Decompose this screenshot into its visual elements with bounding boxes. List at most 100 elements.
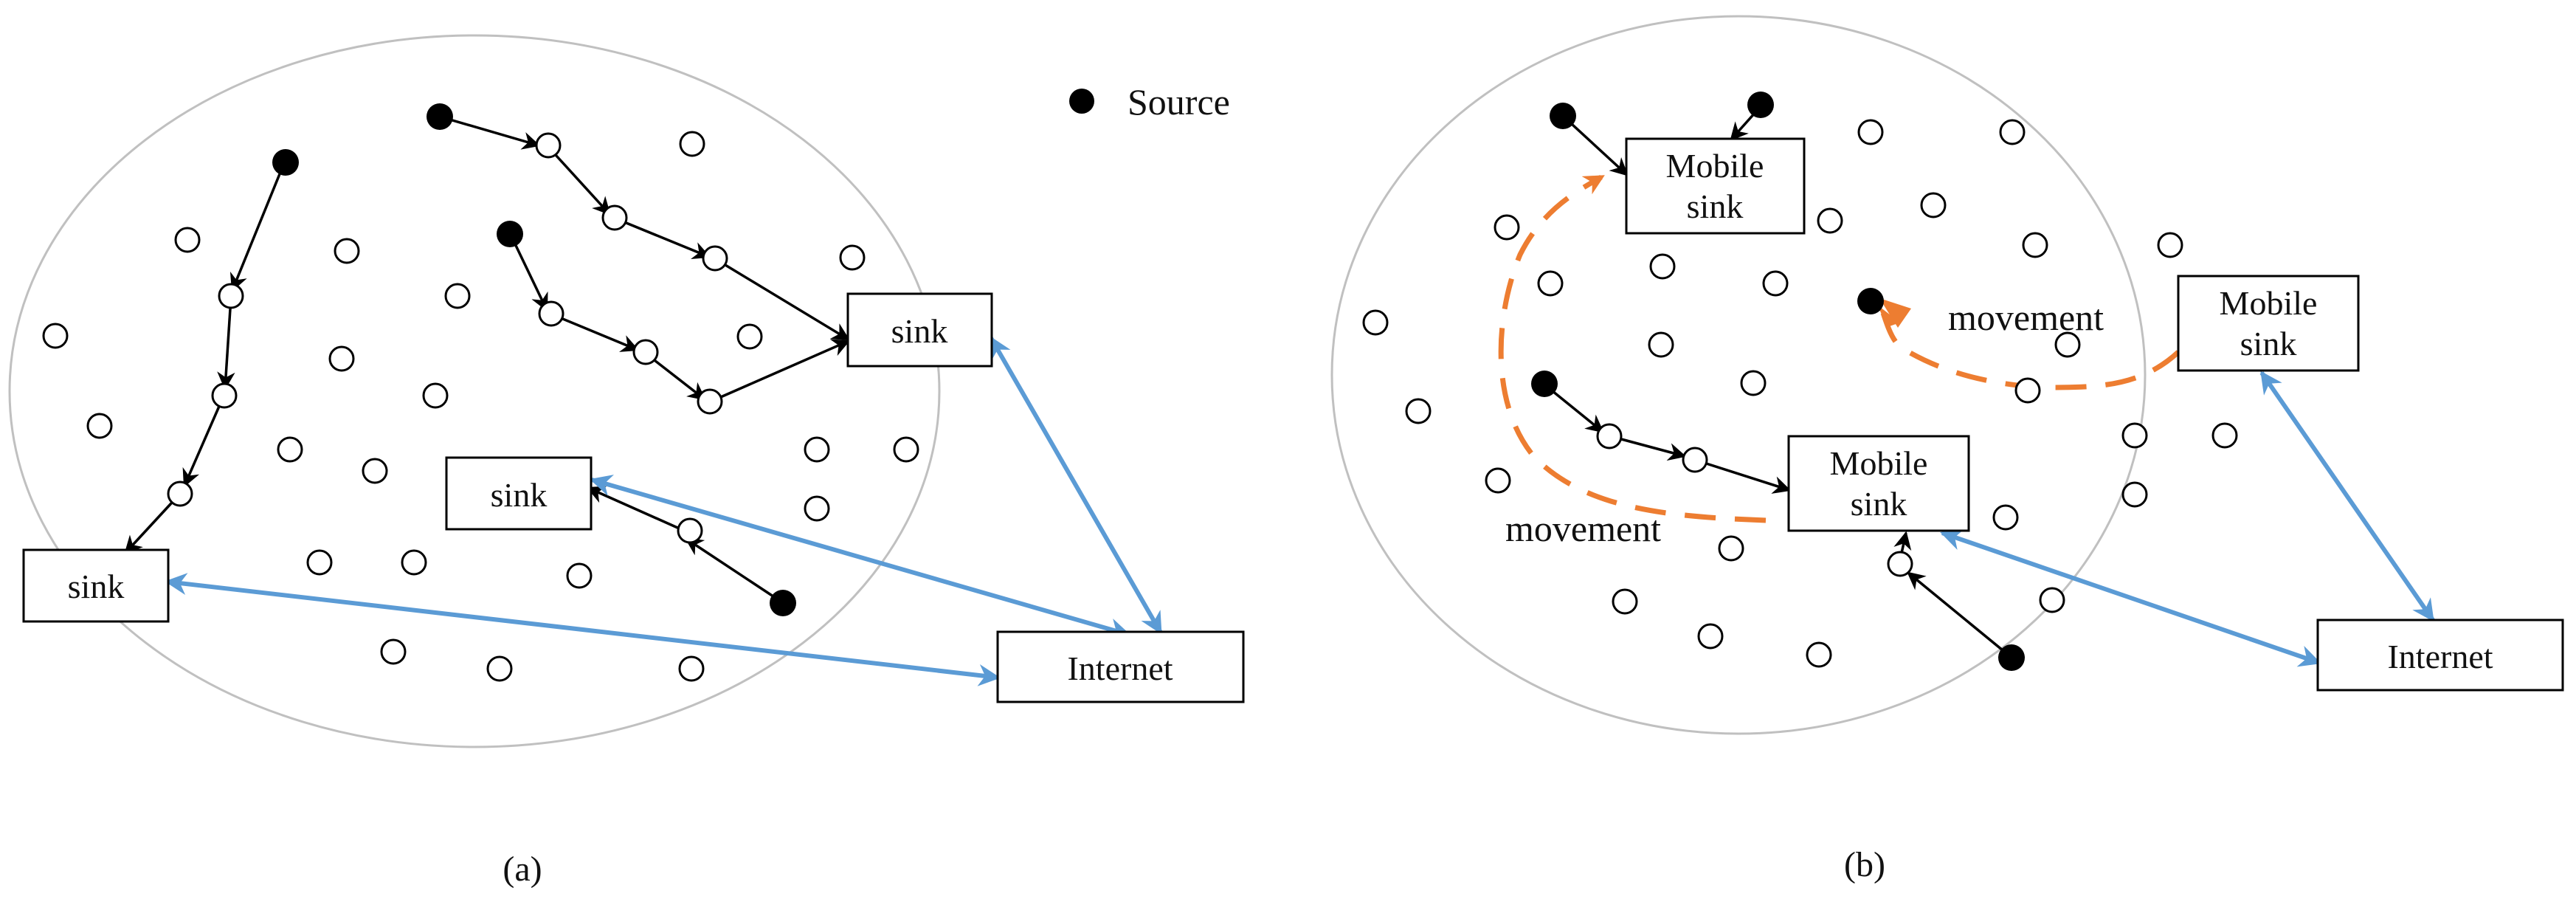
sink-mid-label: sink: [491, 476, 548, 514]
movement-path-left: [1498, 174, 1767, 523]
internet-box-b: Internet: [2316, 619, 2564, 692]
mobile-sink-top-line1: Mobile: [1666, 147, 1764, 185]
mobile-sink-center-line1: Mobile: [1830, 444, 1928, 482]
sensor-node: [2054, 331, 2081, 358]
sensor-node: [1596, 423, 1623, 450]
sensor-node: [2121, 422, 2148, 449]
sensor-node: [566, 562, 593, 589]
sensor-node: [1537, 270, 1564, 297]
sensor-node: [2022, 232, 2048, 258]
sensor-node: [2211, 422, 2238, 449]
sensor-node: [1362, 309, 1389, 336]
internet-links-b: [1940, 371, 2435, 667]
sensor-node: [1740, 370, 1767, 396]
sensor-node: [2014, 377, 2041, 404]
sensor-node: [893, 436, 919, 463]
movement-arrowhead-right-tip: [1879, 298, 1911, 328]
mobile-sink-center: Mobile sink: [1787, 435, 1970, 532]
sensor-node: [1887, 551, 1913, 577]
sensor-node: [677, 517, 703, 544]
sensor-nodes-a: [42, 131, 919, 682]
sensor-node: [1649, 253, 1676, 280]
sensor-node: [2121, 481, 2148, 508]
sensor-nodes-b: [1362, 119, 2238, 668]
sensor-node: [1405, 398, 1432, 424]
internet-box-a: Internet: [996, 630, 1245, 703]
sensor-node: [1648, 331, 1674, 358]
internet-label-a: Internet: [1067, 650, 1173, 687]
sink-left: sink: [22, 548, 170, 623]
mobile-sink-top: Mobile sink: [1625, 137, 1806, 235]
movement-label-left: movement: [1505, 508, 1661, 549]
sensor-node: [632, 339, 659, 365]
source-node: [1550, 103, 1576, 129]
source-node: [1857, 288, 1884, 314]
source-node: [1531, 371, 1558, 397]
caption-b: (b): [1844, 845, 1885, 884]
source-node: [427, 103, 453, 130]
mobile-sink-right: Mobile sink: [2177, 275, 2360, 372]
network-region-b: [1330, 15, 2147, 735]
sensor-node: [1697, 623, 1724, 650]
sensor-node: [736, 323, 763, 350]
sensor-node: [1762, 270, 1789, 297]
sensor-node: [1682, 447, 1708, 473]
sensor-node: [86, 413, 113, 439]
sensor-node: [1485, 467, 1511, 494]
sensor-node: [334, 238, 360, 264]
caption-a: (a): [503, 850, 542, 889]
sensor-node: [1920, 192, 1947, 218]
sensor-node: [679, 131, 705, 157]
panel-a: Source: [8, 34, 1245, 889]
mobile-sink-right-line1: Mobile: [2220, 284, 2318, 322]
movement-path-right: [1876, 301, 2180, 390]
sensor-node: [1806, 641, 1832, 668]
mobile-sink-top-line2: sink: [1687, 187, 1744, 225]
sensor-node: [167, 480, 193, 507]
sensor-node: [1817, 207, 1843, 234]
sensor-node: [306, 549, 333, 576]
mobile-sink-right-line2: sink: [2240, 325, 2297, 362]
sensor-node: [601, 204, 628, 231]
sensor-node: [1612, 588, 1638, 615]
sensor-node: [174, 227, 201, 253]
source-node: [1747, 92, 1774, 118]
source-nodes-a: [272, 103, 796, 616]
source-node: [497, 221, 523, 247]
sensor-node: [535, 132, 562, 159]
sensor-node: [2039, 587, 2065, 613]
panel-b: Mobile sink Mobile sink Mobile sink Inte…: [1330, 15, 2564, 884]
sensor-node: [804, 495, 830, 522]
sensor-node: [277, 436, 303, 463]
legend-source-label: Source: [1128, 81, 1230, 123]
sensor-node: [401, 549, 427, 576]
sensor-node: [328, 345, 355, 372]
sensor-node: [380, 638, 407, 665]
sensor-node: [804, 436, 830, 463]
sensor-node: [1494, 214, 1520, 241]
sensor-node: [486, 655, 513, 682]
source-node: [1998, 644, 2025, 671]
sink-right-label: sink: [891, 312, 948, 350]
internet-label-b: Internet: [2387, 638, 2493, 675]
sensor-node: [702, 245, 728, 272]
movement-paths-b: [1498, 174, 2180, 523]
legend-source-icon: [1069, 89, 1094, 114]
sensor-node: [1999, 119, 2026, 145]
sink-left-label: sink: [68, 568, 125, 605]
mobile-sink-center-line2: sink: [1851, 485, 1907, 523]
sensor-node: [362, 458, 388, 484]
sensor-node: [2157, 232, 2183, 258]
sensor-node: [42, 323, 69, 349]
movement-label-right: movement: [1948, 297, 2104, 338]
source-node: [770, 590, 796, 616]
sensor-node: [538, 300, 564, 327]
sensor-node: [422, 382, 449, 409]
sensor-node: [697, 388, 723, 415]
internet-links-a: [165, 336, 1163, 686]
sensor-node: [218, 283, 244, 309]
source-node: [272, 149, 299, 176]
sensor-node: [444, 283, 471, 309]
sensor-node: [211, 382, 238, 409]
